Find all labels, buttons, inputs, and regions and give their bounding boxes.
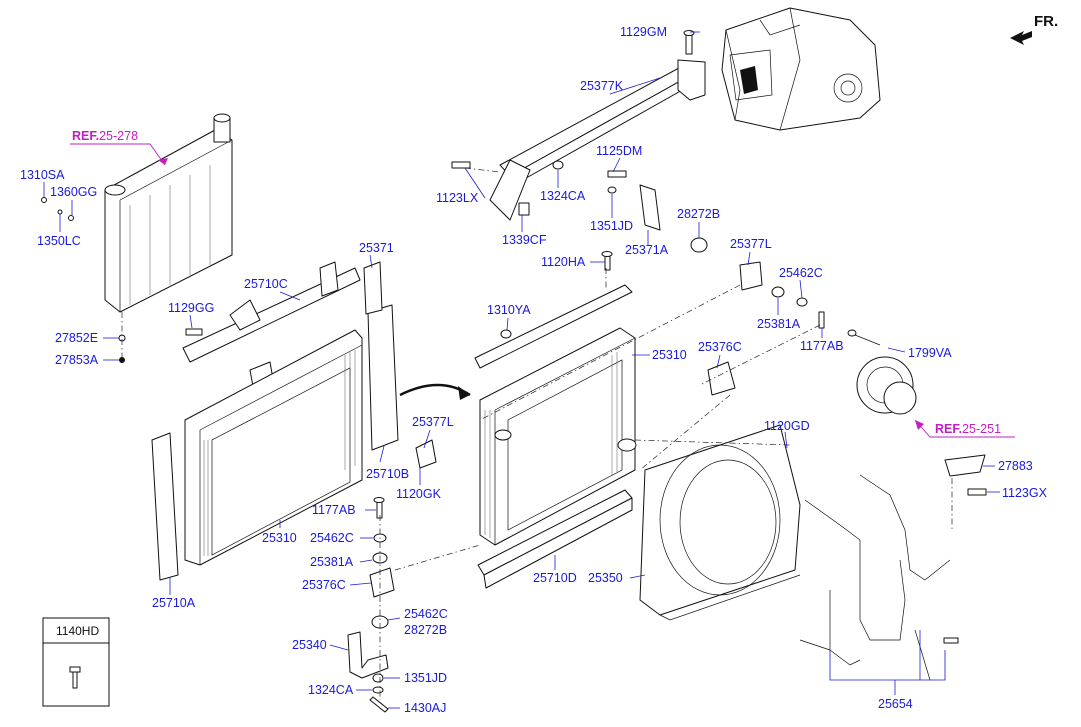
leader-lines <box>43 31 1000 709</box>
part-label[interactable]: 25377K <box>580 79 624 93</box>
part-label[interactable]: 1129GG <box>168 301 214 315</box>
intercooler-illustration <box>104 113 233 313</box>
side-plates-illustration <box>151 261 399 581</box>
bolt-icon <box>69 666 81 689</box>
part-label[interactable]: 25710C <box>244 277 288 291</box>
part-label[interactable]: 28272B <box>404 623 447 637</box>
fan-clutch-illustration <box>847 329 917 415</box>
part-label[interactable]: 1351JD <box>590 219 633 233</box>
part-labels: 1129GM 25377K 1125DM 1123LX 1324CA 1351J… <box>20 25 1048 715</box>
part-label[interactable]: 1310YA <box>487 303 531 317</box>
reference-prefix: REF. <box>72 129 99 143</box>
part-label[interactable]: 25710A <box>152 596 196 610</box>
part-label[interactable]: 1351JD <box>404 671 447 685</box>
part-label[interactable]: 25310 <box>262 531 297 545</box>
part-label[interactable]: 27852E <box>55 331 98 345</box>
part-label[interactable]: 1123GX <box>1002 486 1048 500</box>
part-label[interactable]: 1360GG <box>50 185 97 199</box>
part-label[interactable]: 25350 <box>588 571 623 585</box>
fan-shroud-illustration <box>639 424 801 621</box>
assembly-arrow-icon <box>399 383 471 400</box>
part-label[interactable]: 25371 <box>359 241 394 255</box>
hose-assembly-illustration <box>799 454 987 681</box>
part-label[interactable]: 1129GM <box>620 25 667 39</box>
part-label[interactable]: 27883 <box>998 459 1033 473</box>
front-arrow-icon <box>1010 31 1032 45</box>
part-label[interactable]: 1120GK <box>396 487 442 501</box>
part-label[interactable]: 25381A <box>757 317 801 331</box>
part-label[interactable]: 25377L <box>412 415 454 429</box>
reference-code: 25-251 <box>962 422 1001 436</box>
small-fasteners <box>41 160 825 363</box>
part-label[interactable]: 1339CF <box>502 233 547 247</box>
part-label[interactable]: 25371A <box>625 243 669 257</box>
part-label[interactable]: 1430AJ <box>404 701 446 715</box>
part-label[interactable]: 1177AB <box>312 503 356 517</box>
part-label[interactable]: 1120HA <box>541 255 586 269</box>
legend-box-code: 1140HD <box>56 624 99 638</box>
legend-box-frame <box>42 617 110 707</box>
part-label[interactable]: 25462C <box>779 266 823 280</box>
lower-mount-illustration <box>347 497 395 713</box>
part-label[interactable]: 25376C <box>698 340 742 354</box>
part-label[interactable]: 25462C <box>310 531 354 545</box>
part-label[interactable]: 25377L <box>730 237 772 251</box>
reference-label[interactable]: REF.25-278 <box>72 129 138 143</box>
legend-box: 1140HD <box>56 624 99 638</box>
reference-leaders <box>70 143 1015 438</box>
part-label[interactable]: 1324CA <box>308 683 354 697</box>
part-label[interactable]: 25654 <box>878 697 913 711</box>
vehicle-sketch <box>721 7 881 131</box>
part-label[interactable]: 25462C <box>404 607 448 621</box>
part-label[interactable]: 25710B <box>366 467 409 481</box>
part-label[interactable]: 1123LX <box>436 191 479 205</box>
radiator-left-illustration <box>184 329 363 566</box>
part-label[interactable]: 25340 <box>292 638 327 652</box>
part-label[interactable]: 25376C <box>302 578 346 592</box>
part-label[interactable]: 1177AB <box>800 339 844 353</box>
upper-crossmember-illustration <box>489 30 706 221</box>
part-label[interactable]: 1125DM <box>596 144 642 158</box>
front-marker: FR. <box>1034 13 1058 30</box>
part-label[interactable]: 27853A <box>55 353 99 367</box>
radiator-center-illustration <box>479 327 637 546</box>
reference-label[interactable]: REF.25-251 <box>935 422 1001 436</box>
part-label[interactable]: 1120GD <box>764 419 810 433</box>
part-label[interactable]: 1324CA <box>540 189 586 203</box>
reference-labels: REF.25-278 REF.25-251 <box>72 129 1001 436</box>
part-label[interactable]: 1799VA <box>908 346 952 360</box>
upper-rail-illustration <box>474 284 633 369</box>
bracket-25376C-illustration <box>415 361 736 469</box>
part-label[interactable]: 25710D <box>533 571 577 585</box>
diagram-artwork <box>41 7 1032 713</box>
reference-code: 25-278 <box>99 129 138 143</box>
part-label[interactable]: 25381A <box>310 555 354 569</box>
lower-rail-illustration <box>477 489 633 589</box>
front-marker-label: FR. <box>1034 13 1058 30</box>
part-label[interactable]: 1310SA <box>20 168 65 182</box>
alignment-lines <box>121 167 953 700</box>
part-label[interactable]: 28272B <box>677 207 720 221</box>
reference-prefix: REF. <box>935 422 962 436</box>
part-label[interactable]: 1350LC <box>37 234 81 248</box>
part-label[interactable]: 25310 <box>652 348 687 362</box>
